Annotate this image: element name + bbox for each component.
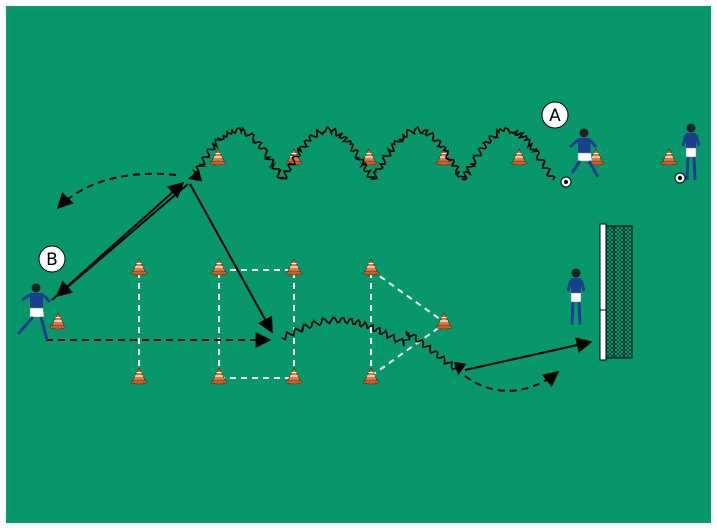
goal xyxy=(600,224,632,360)
label-b-badge: B xyxy=(39,246,65,272)
label-b: B xyxy=(46,250,58,270)
ball-icon xyxy=(675,173,685,183)
label-a-badge: A xyxy=(542,102,568,128)
label-a: A xyxy=(549,106,561,126)
ball-icon xyxy=(561,177,571,187)
